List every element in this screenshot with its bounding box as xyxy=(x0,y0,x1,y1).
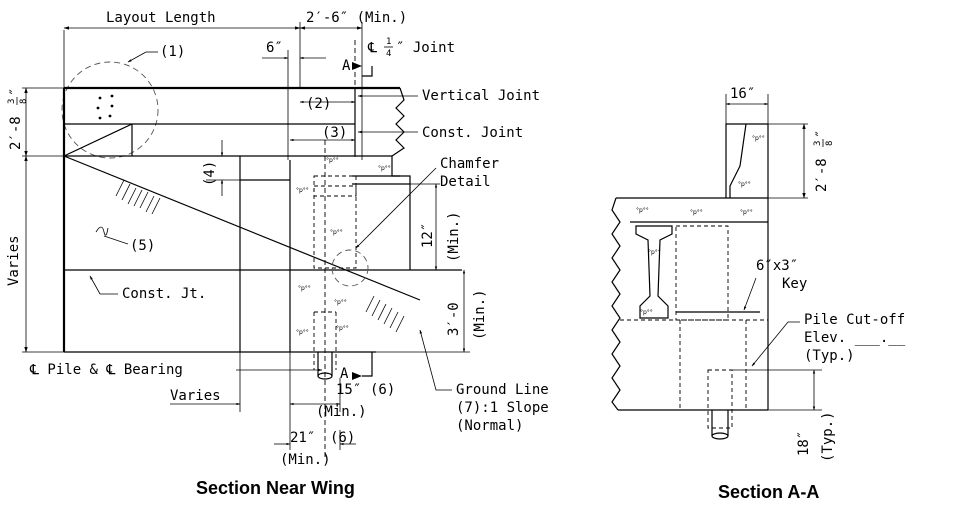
dim-15-sub: (6) xyxy=(370,382,395,398)
height-unit: ″ xyxy=(8,88,24,96)
ground-line-label: Ground Line xyxy=(456,382,549,398)
svg-text:°p°°: °p°° xyxy=(334,299,347,306)
min-2-6-label: 2′-6″ (Min.) xyxy=(306,10,407,26)
backwall: Vertical Joint Const. Joint xyxy=(62,86,540,177)
callout-3-label: (3) xyxy=(322,125,347,141)
svg-text:°p°°: °p°° xyxy=(640,309,653,316)
abutment-stem: (4) Chamfer Detail (5) xyxy=(62,140,499,380)
svg-text:°p°°: °p°° xyxy=(296,187,309,194)
callout-4-label: (4) xyxy=(202,161,218,186)
min-12-dimension: 12″ (Min.) xyxy=(410,183,462,271)
svg-text:°p°°: °p°° xyxy=(326,157,339,164)
varies-left-dimension: Varies xyxy=(6,155,64,353)
svg-text:°p°°: °p°° xyxy=(378,165,391,172)
svg-text:°p°°: °p°° xyxy=(648,249,661,256)
right-height-den: 8 xyxy=(825,141,835,146)
height-2-8-label: 2′-8 xyxy=(8,116,24,150)
callout-2-label: (2) xyxy=(306,96,331,112)
svg-text:°p°°: °p°° xyxy=(330,229,343,236)
section-a-top: A xyxy=(342,58,351,74)
dim-15-min: (Min.) xyxy=(316,404,367,420)
dim-18-label: 18″ xyxy=(796,431,812,456)
key-size-label: 6″x3″ xyxy=(756,258,798,274)
detail-label: Detail xyxy=(440,174,491,190)
pile-bearing-label: ℄ Pile & ℄ Bearing xyxy=(29,362,183,378)
const-jt-callout: Const. Jt. xyxy=(89,275,206,302)
section-near-wing: Layout Length 2′-6″ (Min.) 6″ ℄ 1 4 ″ Jo… xyxy=(6,10,549,498)
min-3-0-label: 3′-0 xyxy=(446,302,462,336)
section-a-bottom: A xyxy=(340,366,349,382)
right-height-unit: ″ xyxy=(814,130,830,138)
pile-cutoff-3: (Typ.) xyxy=(804,348,855,364)
pile-cutoff-1: Pile Cut-off xyxy=(804,312,905,328)
dim-21-label: 21″ xyxy=(290,430,315,446)
svg-text:°p°°: °p°° xyxy=(740,209,753,216)
section-mark-top: A xyxy=(342,58,373,77)
layout-length-label: Layout Length xyxy=(106,10,216,26)
height-frac-num: 3 xyxy=(7,99,17,104)
callouts-2-3: (2) (3) xyxy=(289,96,356,142)
chamfer-label: Chamfer xyxy=(440,156,499,172)
section-a-a-caption: Section A-A xyxy=(718,482,819,502)
min-2-6-dimension: 2′-6″ (Min.) xyxy=(299,10,407,160)
ground-line-callout: Ground Line (7):1 Slope (Normal) xyxy=(419,329,549,434)
key-label: Key xyxy=(782,276,807,292)
six-inch-dimension: 6″ xyxy=(262,40,326,160)
callout-1-label: (1) xyxy=(160,44,185,60)
varies-left-label: Varies xyxy=(6,235,22,286)
svg-text:°p°°: °p°° xyxy=(738,181,751,188)
dim-21-sub: (6) xyxy=(330,430,355,446)
pile-bearing-callout: ℄ Pile & ℄ Bearing A xyxy=(29,140,373,460)
joint-suffix: ″ Joint xyxy=(396,40,455,56)
dim-16-label: 16″ xyxy=(730,86,755,102)
const-jt-label: Const. Jt. xyxy=(122,286,206,302)
right-height-label: 2′-8 xyxy=(814,158,830,192)
layout-length-dimension: Layout Length xyxy=(63,10,301,88)
quarter-joint-label: ℄ 1 4 ″ Joint xyxy=(354,37,455,160)
dim-15-label: 15″ xyxy=(336,382,361,398)
callout-1: (1) xyxy=(61,44,185,159)
svg-text:°p°°: °p°° xyxy=(296,329,309,336)
vertical-joint-label: Vertical Joint xyxy=(422,88,540,104)
svg-text:°p°°: °p°° xyxy=(636,207,649,214)
const-joint-label: Const. Joint xyxy=(422,125,523,141)
svg-text:°p°°: °p°° xyxy=(336,325,349,332)
min-3-0-dimension: 3′-0 (Min.) xyxy=(376,269,488,353)
callout-5-label: (5) xyxy=(130,238,155,254)
varies-bottom-label: Varies xyxy=(170,388,221,404)
height-dimension-left: 2′-8 3 8 ″ xyxy=(7,87,64,157)
pile-cutoff-2: Elev. ___.__ xyxy=(804,330,906,346)
svg-text:°p°°: °p°° xyxy=(690,209,703,216)
slope-label: (7):1 Slope xyxy=(456,400,549,416)
girder: °p°° °p°° xyxy=(635,225,673,319)
six-inch-label: 6″ xyxy=(266,40,283,56)
min-12-sub: (Min.) xyxy=(446,211,462,262)
joint-fraction-num: 1 xyxy=(386,37,391,47)
dim-18-sub: (Typ.) xyxy=(820,411,836,462)
dim-21-min: (Min.) xyxy=(280,452,331,468)
section-near-wing-caption: Section Near Wing xyxy=(196,478,355,498)
min-12-label: 12″ xyxy=(420,223,436,248)
svg-text:°p°°: °p°° xyxy=(298,285,311,292)
svg-text:°p°°: °p°° xyxy=(752,135,765,142)
right-height-num: 3 xyxy=(813,141,823,146)
bottom-dimensions: Varies 15″ (6) (Min.) 21″ (6) (Min.) xyxy=(170,352,395,468)
joint-prefix: ℄ xyxy=(367,40,377,56)
min-3-0-sub: (Min.) xyxy=(472,289,488,340)
section-a-a: 16″ °p°° °p°° 2′-8 3 8 ″ °p°° °p°° °p°° … xyxy=(611,86,906,502)
height-frac-den: 8 xyxy=(19,99,29,104)
joint-fraction-den: 4 xyxy=(386,49,391,59)
normal-label: (Normal) xyxy=(456,418,523,434)
